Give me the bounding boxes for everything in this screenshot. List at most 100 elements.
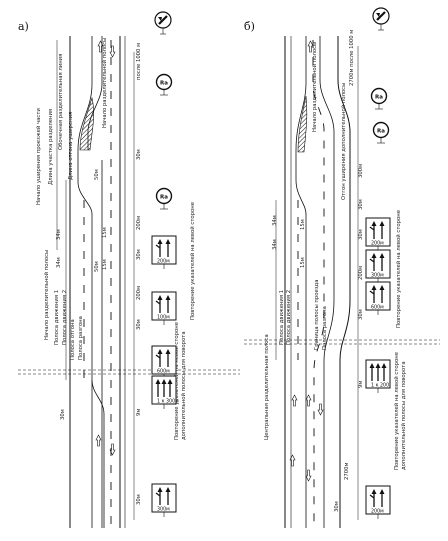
distance-label: 300м [358, 164, 364, 178]
lane-direction-sign-icon: 300м [151, 483, 177, 517]
lane-dash-2 [312, 40, 325, 528]
distance-label: 200м [136, 216, 142, 230]
label-start-median: Обочечная разделительная линия [58, 54, 64, 150]
lane-arrow-icon [307, 40, 314, 53]
road-edge-right [337, 36, 351, 528]
distance-label: 30м [136, 149, 142, 160]
lane-direction-sign-icon: 600м [365, 281, 391, 315]
distance-label: 30м [358, 309, 364, 320]
svg-text:Ra: Ra [375, 95, 383, 101]
sign-distance-label: 300м [157, 507, 170, 513]
lane-edge-right [319, 36, 335, 528]
distance-label: 34м [272, 239, 278, 250]
sign-distance-label: 300м [371, 273, 384, 279]
distance-label: 9м [358, 381, 364, 388]
lane-direction-signs-a: 200м 100м 600м 1 к 300м 300м [151, 235, 179, 517]
median-line [295, 36, 307, 528]
distance-label: 200м [136, 286, 142, 300]
distance-label: 30м [136, 249, 142, 260]
distance-label: 34м [56, 229, 62, 240]
sign-distance-label: 200м [371, 241, 384, 247]
lane-direction-sign-icon: 100м [151, 291, 177, 325]
sign-distance-label: 1 к 200 [371, 383, 389, 389]
distance-label: 30м [358, 229, 364, 240]
label-merge-b: Полоса разгона [78, 316, 84, 360]
label-mid-note: Начало уширения проезжей части [35, 108, 42, 205]
hatched-island [79, 96, 94, 151]
distance-label: 30м [136, 319, 142, 330]
label-before-1000: 2700м после 1000 м [349, 30, 355, 86]
round-road-sign-icon: Ra [372, 121, 390, 144]
lane-arrow-icon [305, 469, 312, 482]
distance-label: 15м [102, 259, 108, 270]
label-left-turn-b: Полоса движения 2 [62, 290, 68, 345]
distance-label: 15м [102, 227, 108, 238]
label-repeat-right: Повторение указателей на левой стороне [189, 202, 196, 320]
lane-arrow-icon [317, 403, 324, 416]
distance-label: 30м [136, 494, 142, 505]
lane-direction-sign-icon: 200м [365, 217, 391, 251]
distance-label: 200м [358, 266, 364, 280]
median-line [77, 36, 93, 528]
distance-label: 34м [56, 257, 62, 268]
label-dist-2: 2700м [344, 463, 350, 480]
label-bottom-note-1: Повторение указателей на левой стороне [393, 352, 400, 470]
label-start-lane: Начало разделительной полосы [311, 42, 318, 132]
distance-label: 50м [94, 261, 100, 272]
distance-labels-a: 30м30м30м50м50м200м200м9м30м34м34м15м15м… [56, 149, 142, 505]
label-bottom-note-2: дополнительной полосы для поворота [400, 361, 407, 470]
distance-label: 30м [334, 501, 340, 512]
lane-direction-sign-icon: 1 к 200 [365, 359, 391, 393]
sign-distance-label: 600м [157, 369, 170, 375]
lane-direction-sign-icon: 200м [365, 485, 391, 519]
panel-a: а) после 1000 м Начало разделительной по… [18, 11, 240, 528]
lane-arrow-icon [109, 443, 116, 456]
round-road-sign-icon: Ra [155, 73, 173, 96]
lane-direction-sign-icon: 600м [151, 345, 177, 379]
round-road-sign-icon: Ra [155, 187, 173, 210]
label-length-lane: Длина отгона уширения [68, 112, 74, 180]
label-median-end: Центральная разделительная полоса [264, 334, 270, 440]
lane-arrow-icon [97, 40, 104, 53]
distance-label: 15м [300, 257, 306, 268]
label-median-end: Начало разделительной полосы [43, 250, 50, 340]
panel-b-label: б) [244, 20, 255, 33]
svg-text:Ra: Ra [160, 195, 168, 201]
distance-label: 15м [300, 219, 306, 230]
distance-label: 30м [60, 409, 66, 420]
hatched-island [297, 95, 308, 153]
lane-arrow-icon [291, 394, 298, 407]
label-left-turn-a: Полоса движения 1 [54, 290, 60, 345]
sign-distance-label: 600м [371, 305, 384, 311]
label-length-lane-left: Длина участка разделения [48, 109, 54, 185]
svg-text:Ra: Ra [377, 129, 385, 135]
lane-arrow-icon [109, 45, 116, 58]
lane-arrow-icon [95, 434, 102, 447]
no-overtaking-end-icon [372, 7, 390, 31]
panel-a-label: а) [18, 20, 29, 33]
lane-taper-bottom [91, 379, 105, 528]
sign-distance-label: 1 к 300м [157, 399, 179, 405]
sign-distance-label: 100м [157, 315, 170, 321]
label-left-turn-b: Полоса движения 2 [286, 290, 292, 345]
label-start-lane: Начало разделительной полосы [101, 38, 108, 128]
label-merge-a: Граница полосы проезда [314, 280, 320, 350]
lane-direction-sign-icon: 1 к 300м [151, 375, 179, 409]
distance-label: 50м [94, 169, 100, 180]
lane-direction-sign-icon: 300м [365, 249, 391, 283]
label-left-turn-a: Полоса движения 1 [279, 290, 285, 345]
lane-direction-signs-b: 200м 300м 600м 1 к 200 200м [365, 217, 391, 519]
distance-label: 30м [358, 199, 364, 210]
label-bottom-note-2: дополнительной полосы для поворота [180, 331, 187, 440]
label-merge-b: Полоса разгона [322, 306, 328, 350]
lane-arrow-icon [289, 454, 296, 467]
svg-text:Ra: Ra [160, 81, 168, 87]
label-length-lane: Отгон уширения дополнительной полосы [340, 83, 347, 200]
sign-distance-label: 200м [371, 509, 384, 515]
lane-direction-sign-icon: 200м [151, 235, 177, 269]
no-overtaking-end-icon [154, 11, 172, 35]
label-merge-a: Полоса отгона [70, 319, 76, 360]
sign-distance-label: 200м [157, 259, 170, 265]
